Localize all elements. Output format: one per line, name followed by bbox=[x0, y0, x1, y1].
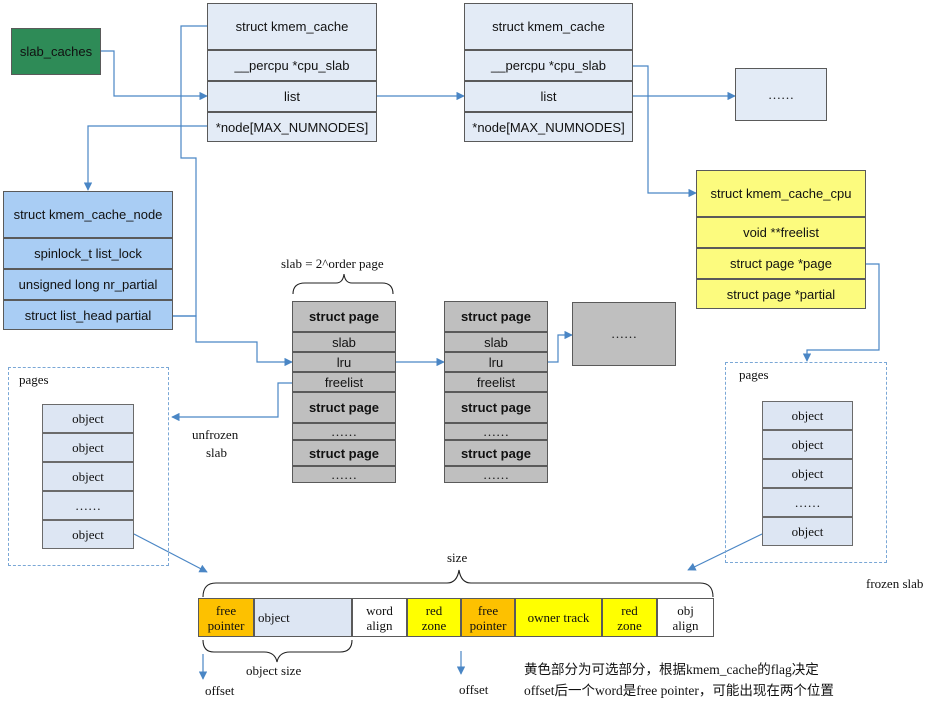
right-object-stack: object object object …… object bbox=[762, 401, 853, 546]
slab-caches-label: slab_caches bbox=[19, 44, 93, 59]
kmem-cache-1-node: *node[MAX_NUMNODES] bbox=[207, 112, 377, 142]
page-2-row-5: …… bbox=[444, 423, 548, 440]
page-1-row-3: freelist bbox=[292, 372, 396, 392]
kmem-cache-2-cpu-slab: __percpu *cpu_slab bbox=[464, 50, 633, 81]
slab-order-label: slab = 2^order page bbox=[281, 256, 384, 271]
more-pages-box: …… bbox=[572, 302, 676, 366]
page-1-row-5: …… bbox=[292, 423, 396, 440]
left-object-stack: object object object …… object bbox=[42, 404, 134, 549]
arrow-slab-caches-to-list bbox=[101, 50, 208, 101]
kmem-cache-cpu-page: struct page *page bbox=[696, 248, 866, 279]
unfrozen-label-line-1: unfrozen bbox=[192, 427, 239, 442]
page-2-row-6: struct page bbox=[444, 440, 548, 466]
brace-object-size bbox=[202, 639, 353, 663]
page-2-row-4: struct page bbox=[444, 392, 548, 423]
left-pages-group bbox=[8, 367, 169, 566]
page-1-row-0: struct page bbox=[292, 301, 396, 332]
offset-label-2: offset bbox=[459, 682, 489, 697]
left-object-2: object bbox=[42, 462, 134, 491]
arrow-partial-to-lru bbox=[173, 315, 293, 367]
right-object-3: …… bbox=[762, 488, 853, 517]
layout-free-pointer-1: free pointer bbox=[198, 598, 254, 637]
kmem-cache-2-title: struct kmem_cache bbox=[464, 3, 633, 50]
note-line-2: offset后一个word是free pointer，可能出现在两个位置 bbox=[524, 683, 834, 698]
layout-obj-align: obj align bbox=[657, 598, 714, 637]
kmem-cache-1-title: struct kmem_cache bbox=[207, 3, 377, 50]
page-2-row-0: struct page bbox=[444, 301, 548, 332]
kmem-cache-cpu-title: struct kmem_cache_cpu bbox=[696, 170, 866, 217]
page-1-row-1: slab bbox=[292, 332, 396, 352]
kmem-cache-node-partial: struct list_head partial bbox=[3, 300, 173, 330]
note-line-1: 黄色部分为可选部分，根据kmem_cache的flag决定 bbox=[524, 662, 819, 677]
left-pages-title: pages bbox=[19, 372, 49, 387]
unfrozen-label-line-2: slab bbox=[206, 445, 227, 460]
kmem-cache-2: struct kmem_cache __percpu *cpu_slab lis… bbox=[464, 3, 633, 142]
more-caches-box: …… bbox=[735, 68, 827, 121]
layout-red-zone-1: red zone bbox=[407, 598, 461, 637]
layout-object: object bbox=[254, 598, 352, 637]
page-1-row-6: struct page bbox=[292, 440, 396, 466]
kmem-cache-2-node: *node[MAX_NUMNODES] bbox=[464, 112, 633, 142]
frozen-label: frozen slab bbox=[866, 576, 924, 591]
kmem-cache-node-title: struct kmem_cache_node bbox=[3, 191, 173, 238]
page-2-row-7: …… bbox=[444, 466, 548, 483]
kmem-cache-cpu: struct kmem_cache_cpu void **freelist st… bbox=[696, 170, 866, 309]
arrow-node-to-kmem-cache-node bbox=[83, 125, 207, 191]
brace-size bbox=[202, 569, 714, 598]
object-size-label: object size bbox=[246, 663, 302, 678]
page-column-1: struct page slab lru freelist struct pag… bbox=[292, 301, 396, 483]
left-object-1: object bbox=[42, 433, 134, 462]
arrow-left-object-to-layout bbox=[133, 533, 208, 573]
left-object-0: object bbox=[42, 404, 134, 433]
layout-owner-track: owner track bbox=[515, 598, 602, 637]
arrow-freelist-to-pages bbox=[171, 382, 292, 422]
kmem-cache-1-list: list bbox=[207, 81, 377, 112]
right-object-2: object bbox=[762, 459, 853, 488]
page-2-row-1: slab bbox=[444, 332, 548, 352]
layout-free-pointer-2: free pointer bbox=[461, 598, 515, 637]
kmem-cache-1-cpu-slab: __percpu *cpu_slab bbox=[207, 50, 377, 81]
page-column-2: struct page slab lru freelist struct pag… bbox=[444, 301, 548, 483]
right-pages-group bbox=[725, 362, 887, 563]
arrow-list-loop bbox=[173, 25, 207, 317]
kmem-cache-node-nr-partial: unsigned long nr_partial bbox=[3, 269, 173, 300]
kmem-cache-cpu-partial: struct page *partial bbox=[696, 279, 866, 309]
object-layout-strip: free pointer object word align red zone … bbox=[198, 598, 714, 637]
page-1-row-4: struct page bbox=[292, 392, 396, 423]
page-1-row-2: lru bbox=[292, 352, 396, 372]
size-label: size bbox=[447, 550, 468, 565]
brace-slab-order bbox=[292, 273, 394, 295]
page-2-row-3: freelist bbox=[444, 372, 548, 392]
kmem-cache-cpu-freelist: void **freelist bbox=[696, 217, 866, 248]
layout-red-zone-2: red zone bbox=[602, 598, 657, 637]
arrow-cpu-slab-to-cpu bbox=[633, 65, 697, 198]
arrow-cpu-page-to-pages bbox=[802, 263, 880, 362]
left-object-3: …… bbox=[42, 491, 134, 520]
offset-label-1: offset bbox=[205, 683, 235, 698]
right-pages-title: pages bbox=[739, 367, 769, 382]
kmem-cache-1: struct kmem_cache __percpu *cpu_slab lis… bbox=[207, 3, 377, 142]
kmem-cache-node-list-lock: spinlock_t list_lock bbox=[3, 238, 173, 269]
right-object-0: object bbox=[762, 401, 853, 430]
kmem-cache-node: struct kmem_cache_node spinlock_t list_l… bbox=[3, 191, 173, 330]
page-1-row-7: …… bbox=[292, 466, 396, 483]
kmem-cache-2-list: list bbox=[464, 81, 633, 112]
right-object-1: object bbox=[762, 430, 853, 459]
page-2-row-2: lru bbox=[444, 352, 548, 372]
layout-word-align: word align bbox=[352, 598, 407, 637]
right-object-4: object bbox=[762, 517, 853, 546]
slab-caches-box: slab_caches bbox=[11, 28, 101, 75]
left-object-4: object bbox=[42, 520, 134, 549]
arrow-lru-to-more bbox=[548, 330, 573, 363]
